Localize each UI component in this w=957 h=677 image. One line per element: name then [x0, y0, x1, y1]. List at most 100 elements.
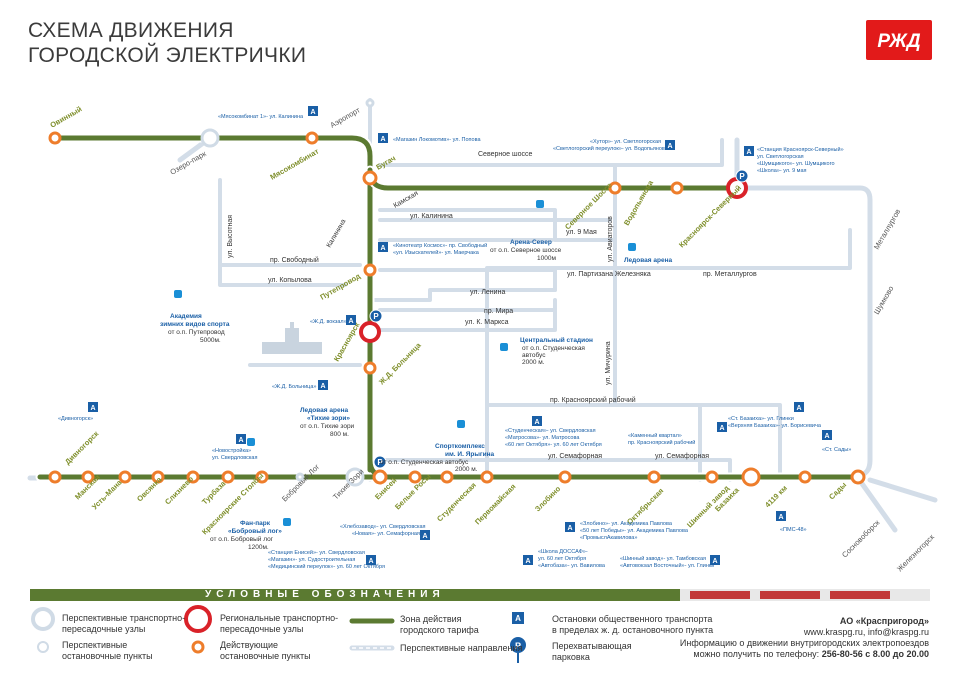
station-oktyabrskaya[interactable]: [647, 470, 661, 484]
station-stolby[interactable]: [255, 470, 269, 484]
bus-icon-ksev[interactable]: A: [744, 146, 754, 156]
svg-text:P: P: [739, 172, 745, 181]
svg-text:A: A: [238, 437, 243, 444]
bus-icon-myaso[interactable]: A: [308, 106, 318, 116]
station-severnoe-shosse[interactable]: [608, 181, 622, 195]
legend-bus-l1: Остановки общественного транспорта: [552, 614, 713, 624]
station-divnogorsk[interactable]: [48, 470, 62, 484]
station-putoprovod[interactable]: [363, 263, 377, 277]
emblem-ice-arena: [628, 243, 636, 251]
stop-novostroyka-2: ул. Свердловская: [212, 455, 257, 461]
station-aeroport[interactable]: [365, 98, 375, 108]
bus-icon-bazaiha[interactable]: A: [794, 402, 804, 412]
station-4119km[interactable]: [798, 470, 812, 484]
station-studencheskaya[interactable]: [440, 470, 454, 484]
label-zlobino: Злобино: [533, 484, 562, 513]
station-ust-mana[interactable]: [118, 470, 132, 484]
poi-tikhie-dist: 800 м.: [330, 431, 349, 438]
label-studencheskaya: Студенческая: [435, 481, 478, 524]
poi-fanpark-dist: 1200м.: [248, 544, 269, 551]
station-sliznevo[interactable]: [186, 470, 200, 484]
label-aeroport: Аэропорт: [329, 105, 363, 130]
company-info-l1: Информацию о движении внутригородских эл…: [679, 638, 929, 648]
svg-text:A: A: [746, 149, 751, 156]
parking-enisey[interactable]: P: [373, 455, 387, 469]
station-bobrovy-log[interactable]: [295, 472, 305, 482]
poi-central-sub2: автобус: [522, 351, 546, 359]
bus-icon-hleb[interactable]: A: [420, 530, 430, 540]
station-krasnoyarsk[interactable]: [359, 321, 381, 343]
station-ovinny[interactable]: [48, 131, 62, 145]
bus-icon-zlobino[interactable]: A: [565, 522, 575, 532]
station-turbaza[interactable]: [221, 470, 235, 484]
bus-stop-labels: «Мясокомбинат 1»- ул. Калинина «Магазин …: [58, 114, 851, 570]
svg-text:P: P: [515, 641, 521, 651]
station-zlobino[interactable]: [558, 470, 572, 484]
svg-text:A: A: [778, 514, 783, 521]
poi-arena-sever-dist: 1000м: [537, 255, 556, 262]
street-marksa: ул. К. Маркса: [465, 319, 509, 326]
station-bazaiha[interactable]: [741, 467, 761, 487]
bus-icon-enisey[interactable]: A: [366, 555, 376, 565]
bus-icon-lokomotiv[interactable]: A: [378, 133, 388, 143]
bus-icon-divnogorsk[interactable]: A: [88, 402, 98, 412]
station-myasokombinat[interactable]: [305, 131, 319, 145]
company-contacts[interactable]: www.kraspg.ru, info@kraspg.ru: [803, 627, 929, 637]
bus-icon-dosaaf[interactable]: A: [523, 555, 533, 565]
station-ozero-park[interactable]: [200, 128, 220, 148]
stop-ppk48: «ПМС-48»: [780, 527, 807, 533]
company-info: АО «Краспригород» www.kraspg.ru, info@kr…: [680, 616, 929, 660]
parking-krasnoyarsk[interactable]: P: [369, 309, 383, 323]
station-labels: Овинный Мясокомбинат Аэропорт Бугач Севе…: [49, 104, 937, 573]
parking-krasnoyarsk-severny[interactable]: P: [735, 169, 749, 183]
svg-text:A: A: [534, 419, 539, 426]
emblem-central: [500, 343, 508, 351]
company-phone[interactable]: 256-80-56 с 8.00 до 20.00: [821, 649, 929, 659]
legend-persp-dir: Перспективные направления: [400, 643, 523, 653]
bus-icon-kamenny[interactable]: A: [717, 422, 727, 432]
stop-student-2: «Матросова»- ул. Матросова: [505, 435, 580, 441]
label-ovinny: Овинный: [49, 104, 84, 130]
station-belye-rosy[interactable]: [408, 470, 422, 484]
legend-bar: [30, 589, 930, 601]
bus-icon-novostroyka[interactable]: A: [236, 434, 246, 444]
label-divnogorsk: Дивногорск: [63, 429, 101, 467]
station-zd-bolnica[interactable]: [363, 361, 377, 375]
emblem-academy: [174, 290, 182, 298]
bus-icon-zdvokzal[interactable]: A: [346, 315, 356, 325]
station-enisey[interactable]: [372, 469, 388, 485]
station-sady[interactable]: [850, 469, 866, 485]
universiade-emblems: [174, 200, 636, 526]
station-bugach[interactable]: [362, 170, 378, 186]
bus-icon-student[interactable]: A: [532, 416, 542, 426]
station-pervomayskaya[interactable]: [480, 470, 494, 484]
title-line-1: СХЕМА ДВИЖЕНИЯ: [28, 19, 234, 42]
station-shinny-zavod[interactable]: [705, 470, 719, 484]
bus-icon-khutor[interactable]: A: [665, 140, 675, 150]
svg-text:A: A: [380, 136, 385, 143]
legend-active-l1: Действующие: [220, 640, 279, 650]
legend-persp-hub-icon: [31, 607, 55, 631]
svg-text:A: A: [515, 614, 521, 623]
bus-icon-shinny[interactable]: A: [710, 555, 720, 565]
bus-icon-ppk48[interactable]: A: [776, 511, 786, 521]
label-zheleznogorsk: Железногорск: [895, 532, 936, 573]
station-manskaya[interactable]: [81, 470, 95, 484]
poi-ice-arena: Ледовая арена: [624, 257, 673, 264]
stop-shinny-1: «Шинный завод»- ул. Тамбовская: [620, 555, 706, 562]
label-metallurgov: Металлургов: [872, 207, 902, 251]
stop-zlobino-1: «Злобино»- ул. Академика Павлова: [580, 521, 673, 527]
svg-text:A: A: [824, 433, 829, 440]
bus-icon-kosmos[interactable]: A: [378, 242, 388, 252]
bus-icon-zdbolnica[interactable]: A: [318, 380, 328, 390]
street-semafornaya-2: ул. Семафорная: [655, 453, 709, 460]
station-vodopyanova[interactable]: [670, 181, 684, 195]
legend-persp-stop-icon: [37, 641, 49, 653]
label-krasnoyarsk-severny: Красноярск-Северный: [677, 183, 743, 249]
svg-text:P: P: [373, 312, 379, 321]
stop-student-3: «60 лет Октября»- ул. 60 лет Октября: [505, 442, 602, 448]
legend-title: УСЛОВНЫЕ ОБОЗНАЧЕНИЯ: [205, 589, 445, 600]
station-tikhie-zori[interactable]: [345, 467, 365, 487]
bus-icon-sady[interactable]: A: [822, 430, 832, 440]
station-ovsyanka[interactable]: [151, 470, 165, 484]
